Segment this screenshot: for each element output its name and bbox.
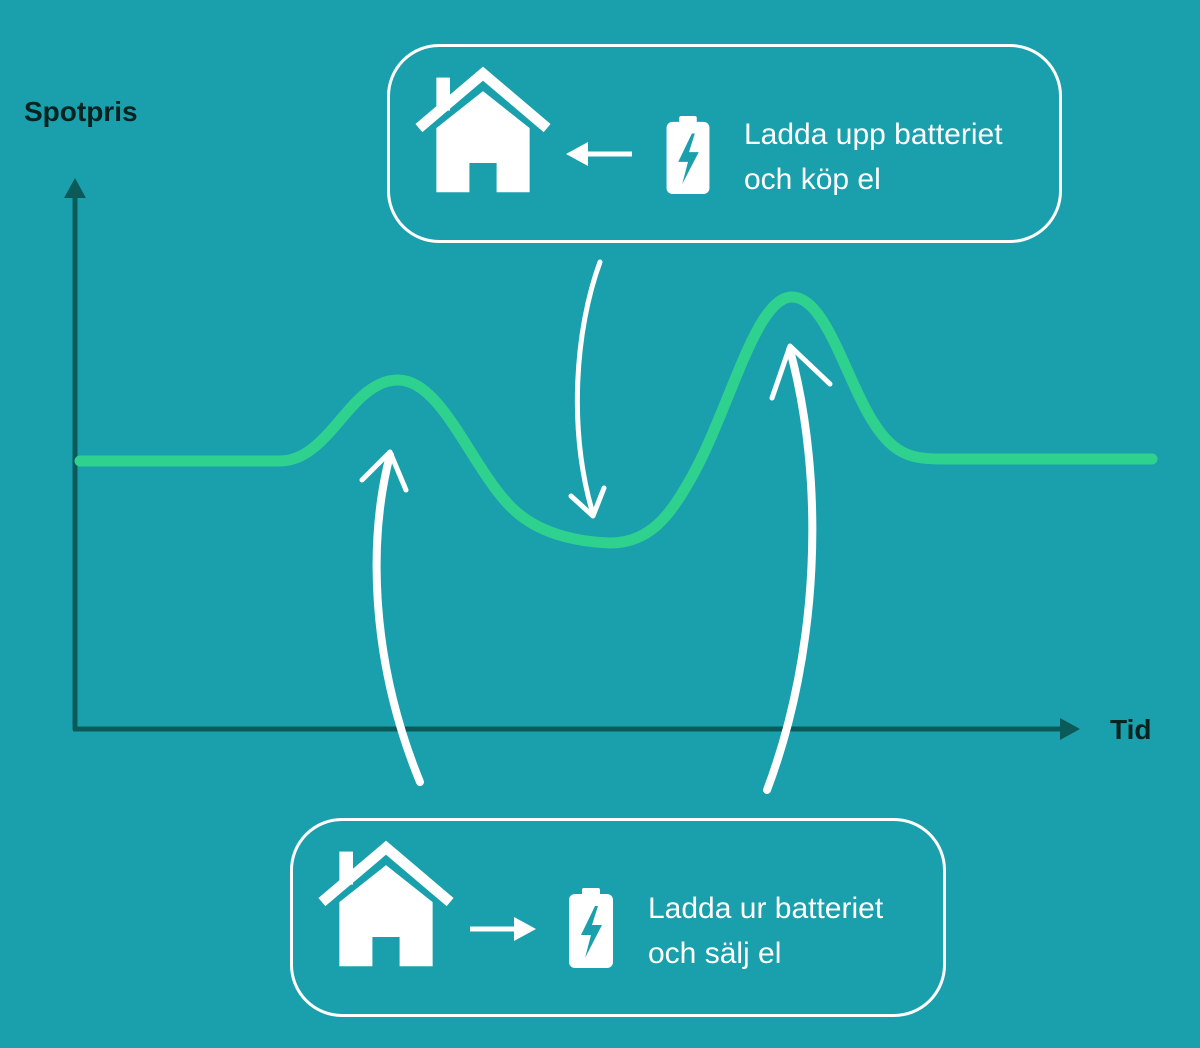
charge-callout bbox=[387, 44, 1062, 243]
charge-arrow bbox=[568, 259, 607, 519]
arrow-right-icon bbox=[470, 917, 536, 941]
discharge-line-2: och sälj el bbox=[648, 937, 782, 970]
charge-line-2: och köp el bbox=[744, 163, 881, 196]
x-axis-arrowhead bbox=[1060, 718, 1080, 740]
discharge-callout bbox=[290, 818, 946, 1017]
discharge-callout-text: Ladda ur batteriet och sälj el bbox=[648, 886, 883, 976]
x-axis-label: Tid bbox=[1110, 714, 1152, 745]
arrow-left-icon bbox=[566, 142, 632, 166]
discharge-arrow-first-peak bbox=[359, 449, 424, 786]
y-axis-label: Spotpris bbox=[24, 96, 138, 127]
charge-line-1: Ladda upp batteriet bbox=[744, 118, 1003, 151]
discharge-line-1: Ladda ur batteriet bbox=[648, 892, 884, 925]
discharge-arrow-second-peak bbox=[763, 343, 833, 794]
y-axis-arrowhead bbox=[64, 178, 86, 198]
spot-price-curve bbox=[74, 291, 1158, 549]
charge-callout-text: Ladda upp batteriet och köp el bbox=[744, 112, 1003, 202]
